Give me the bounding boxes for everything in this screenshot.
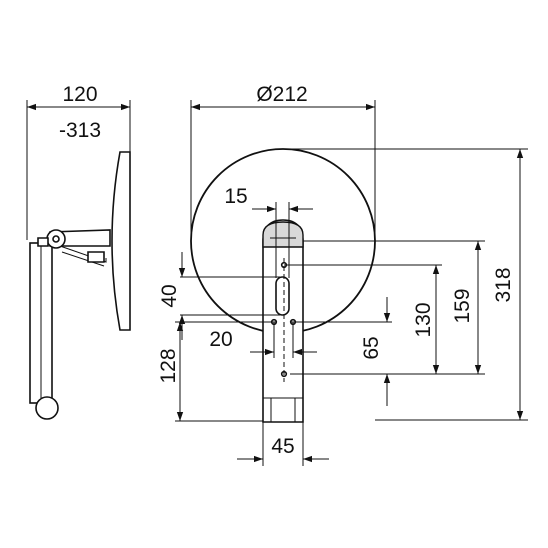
front-view: [190, 148, 376, 423]
dim-label-20: 20: [209, 328, 232, 351]
dim-label-15: 15: [224, 185, 247, 208]
dim-label-65: 65: [360, 336, 383, 359]
dim-label-159: 159: [451, 288, 474, 323]
dim-label-128: 128: [157, 348, 180, 383]
mounting-slot: [275, 276, 290, 316]
dim-label-318: 318: [492, 267, 515, 302]
dim-label-45: 45: [271, 435, 294, 458]
wall-bracket: [262, 219, 304, 423]
dim-label-120: 120: [62, 83, 97, 106]
dim-label-diameter: Ø212: [256, 83, 307, 106]
dim-label-minus-313: -313: [59, 119, 101, 142]
bracket-cap: [262, 221, 304, 248]
dimensions: Ø212 15 40 20 128 45 65: [157, 83, 528, 466]
dim-label-130: 130: [412, 302, 435, 337]
side-bottom-knob: [35, 396, 59, 420]
side-mirror-plate: [111, 151, 131, 331]
side-view: 120 -313: [26, 83, 131, 420]
dim-label-40: 40: [158, 284, 181, 307]
